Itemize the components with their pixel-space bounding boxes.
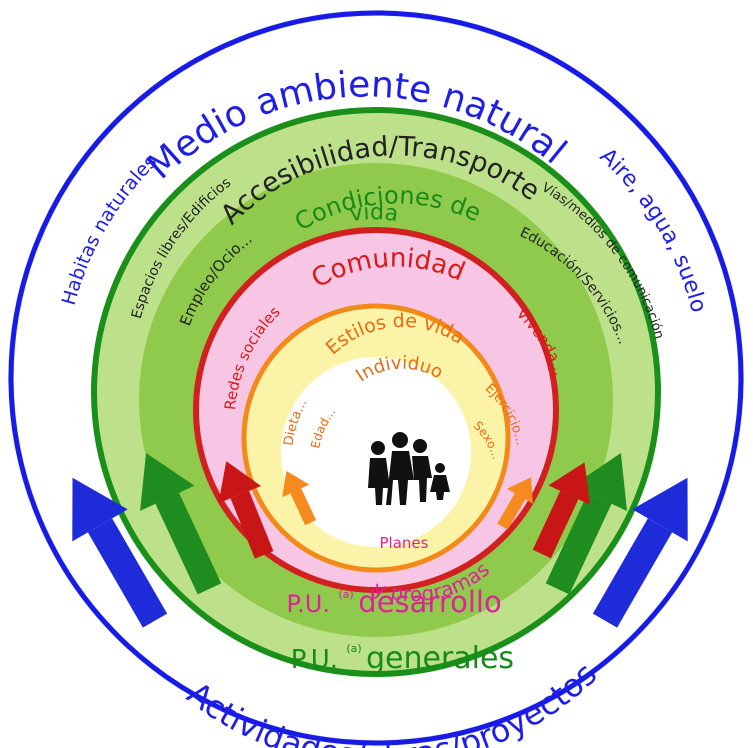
arrow-red-right — [532, 462, 591, 559]
pu-desarrollo-label: P.U. (a) desarrollo — [286, 585, 501, 619]
condiciones-label-2: vida — [348, 200, 400, 227]
outer-ring-border — [8, 10, 744, 746]
arrow-blue-left — [72, 477, 168, 628]
pu-desarrollo-prefix: P.U. — [286, 590, 330, 618]
pu-generales-prefix: P.U. — [291, 645, 338, 675]
arrow-red-left — [218, 461, 274, 559]
pink-ring-border — [193, 227, 559, 593]
arrow-green-left — [140, 452, 222, 595]
arrow-blue-right — [592, 477, 688, 628]
pu-desarrollo-superscript: (a) — [338, 588, 353, 601]
pu-generales-label: P.U. (a) generales — [291, 641, 514, 676]
pu-generales-word: generales — [366, 641, 514, 676]
arrow-orange-right — [497, 477, 533, 530]
pu-generales-superscript: (a) — [346, 642, 361, 655]
planes-label: Planes — [380, 534, 429, 552]
arrow-green-right — [545, 452, 627, 595]
arrow-orange-left — [282, 470, 317, 526]
yellow-ring-border — [241, 303, 511, 573]
family-icon — [368, 432, 450, 505]
green-ring-outer-border — [91, 107, 661, 677]
pu-desarrollo-word: desarrollo — [358, 585, 501, 619]
